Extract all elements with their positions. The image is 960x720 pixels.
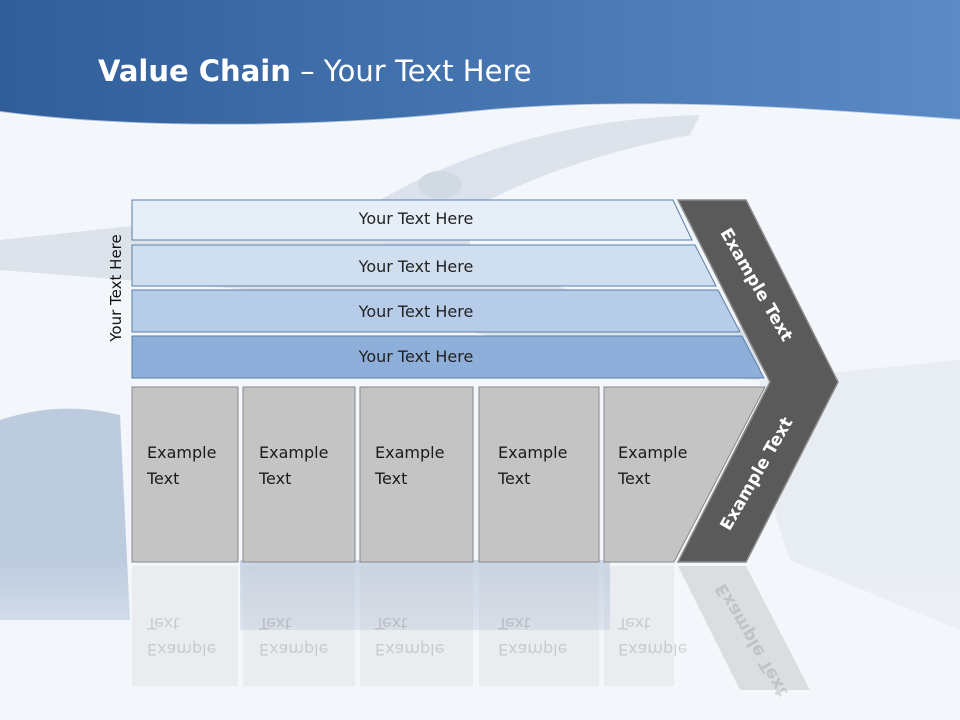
title-rest: – Your Text Here <box>290 54 532 88</box>
box-1-reflection-line2: Text <box>147 614 180 633</box>
box-2-line1: Example <box>259 443 329 462</box>
box-1-line1: Example <box>147 443 217 462</box>
box-2-reflection: Example Text <box>259 610 328 662</box>
box-5-reflection-line1: Example <box>618 640 688 659</box>
box-1-reflection: Example Text <box>147 610 216 662</box>
box-4-line2: Text <box>498 469 531 488</box>
box-1-reflection-line1: Example <box>147 640 217 659</box>
row-3-band <box>131 289 741 333</box>
box-4-reflection-line2: Text <box>498 614 531 633</box>
box-2-reflection-line2: Text <box>259 614 292 633</box>
box-2-shape <box>242 386 356 563</box>
box-4-reflection: Example Text <box>498 610 567 662</box>
box-4-line1: Example <box>498 443 568 462</box>
box-2-line2: Text <box>259 469 292 488</box>
box-4-shape <box>478 386 600 563</box>
box-1-shape <box>131 386 239 563</box>
row-2-label: Your Text Here <box>358 257 474 276</box>
chevron-shape <box>676 199 839 563</box>
page-title: Value Chain – Your Text Here <box>98 54 532 88</box>
chevron-reflection <box>678 566 810 690</box>
row-3-label: Your Text Here <box>358 302 474 321</box>
row-1-band <box>131 199 693 241</box>
row-1-label: Your Text Here <box>358 209 474 228</box>
row-4-label: Your Text Here <box>358 347 474 366</box>
plane-engine <box>418 171 462 199</box>
box-3-reflection: Example Text <box>375 610 444 662</box>
box-3-line2: Text <box>375 469 408 488</box>
box-3-line1: Example <box>375 443 445 462</box>
box-5-line2: Text <box>618 469 651 488</box>
box-3-reflection-line1: Example <box>375 640 445 659</box>
side-label: Your Text Here <box>107 234 125 342</box>
box-reflections <box>132 566 674 686</box>
box-2-reflection-line1: Example <box>259 640 329 659</box>
box-4-reflection-line1: Example <box>498 640 568 659</box>
box-3-reflection-line2: Text <box>375 614 408 633</box>
box-5-shape <box>603 386 766 563</box>
box-5-line1: Example <box>618 443 688 462</box>
box-5-reflection-line2: Text <box>618 614 651 633</box>
box-1-line2: Text <box>147 469 180 488</box>
header-wave <box>0 0 960 125</box>
row-4-band <box>131 335 765 379</box>
box-3-shape <box>359 386 474 563</box>
box-5-reflection: Example Text <box>618 610 687 662</box>
title-bold: Value Chain <box>98 54 291 88</box>
row-2-band <box>131 244 717 287</box>
